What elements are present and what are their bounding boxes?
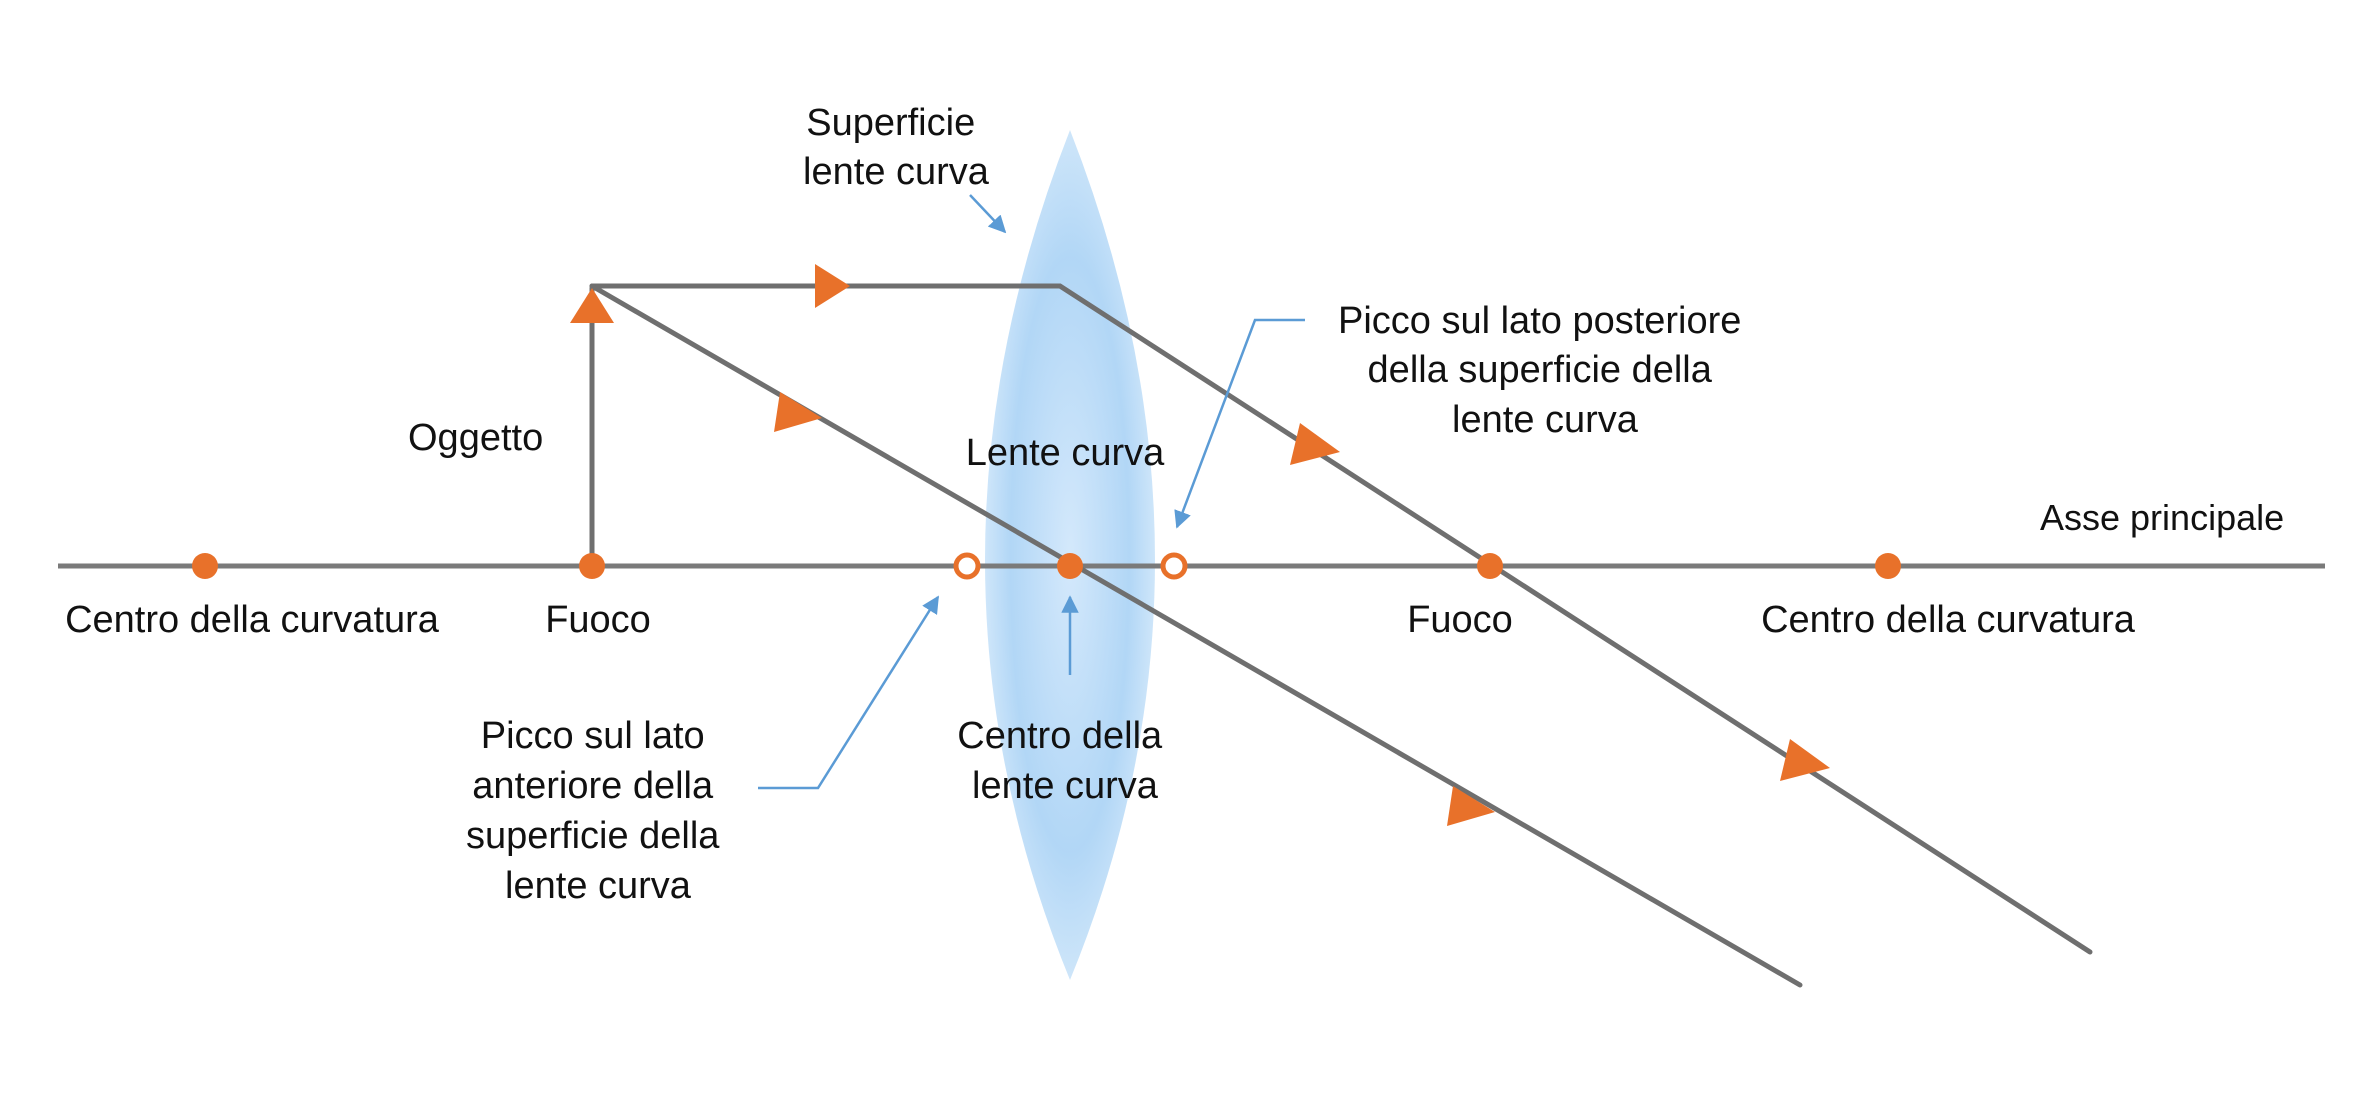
label-front-vertex: Picco sul lato anteriore della superfici…	[466, 715, 730, 907]
direction-marker-ray1-a	[815, 264, 850, 308]
ray-parallel	[589, 283, 2093, 955]
focus-left-dot	[579, 553, 605, 579]
direction-marker-ray2-a	[774, 392, 822, 432]
direction-marker-ray1-b	[1290, 423, 1340, 465]
label-focus-left: Fuoco	[545, 599, 651, 641]
label-lens-center: Centro della lente curva	[957, 715, 1172, 807]
label-lens: Lente curva	[966, 432, 1165, 474]
back-vertex-dot	[1160, 552, 1188, 580]
pointer-lens-surface	[969, 194, 1007, 234]
label-principal-axis: Asse principale	[2040, 497, 2284, 538]
focus-right-dot	[1477, 553, 1503, 579]
direction-marker-ray2-b	[1447, 786, 1495, 826]
label-center-of-curvature-left: Centro della curvatura	[65, 599, 440, 641]
center-of-curvature-left-dot	[192, 553, 218, 579]
lens-center-dot	[1057, 553, 1083, 579]
direction-marker-object	[570, 288, 614, 323]
label-center-of-curvature-right: Centro della curvatura	[1761, 599, 2136, 641]
label-focus-right: Fuoco	[1407, 599, 1513, 641]
label-object: Oggetto	[408, 417, 543, 459]
pointer-front-vertex	[758, 595, 940, 790]
label-lens-surface: Superficie lente curva	[803, 102, 990, 193]
front-vertex-dot	[953, 552, 981, 580]
direction-marker-ray1-c	[1780, 739, 1830, 781]
pointer-back-vertex	[1174, 318, 1305, 529]
label-back-vertex: Picco sul lato posteriore della superfic…	[1338, 300, 1752, 441]
center-of-curvature-right-dot	[1875, 553, 1901, 579]
